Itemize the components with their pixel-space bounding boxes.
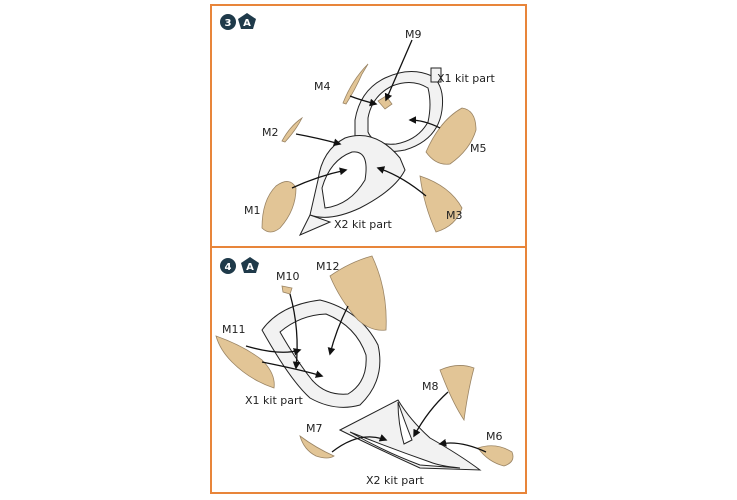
mask-m3 <box>419 175 463 233</box>
pentagon-letter: A <box>246 262 254 273</box>
label-m10: M10 <box>276 270 300 283</box>
label-x1-kit-part: X1 kit part <box>437 72 496 85</box>
pentagon-a-icon <box>238 13 256 29</box>
mask-m4 <box>342 63 369 105</box>
arrow-m3 <box>376 166 427 197</box>
pentagon-a-icon <box>241 257 259 273</box>
arrow-m11 <box>245 345 302 356</box>
label-x1-kit-part: X1 kit part <box>245 394 304 407</box>
mask-m8 <box>439 365 475 422</box>
arrow-m6 <box>438 438 487 453</box>
arrow-m7 <box>331 434 388 453</box>
x2-kit-part-step4 <box>338 399 482 471</box>
mask-m6 <box>477 445 514 467</box>
label-m9: M9 <box>405 28 422 41</box>
arrow-m4 <box>349 95 378 107</box>
label-m5: M5 <box>470 142 487 155</box>
arrow-m12 <box>327 305 349 356</box>
mask-m1 <box>261 181 297 233</box>
pentagon-letter: A <box>243 18 251 29</box>
label-m4: M4 <box>314 80 331 93</box>
label-m3: M3 <box>446 209 463 222</box>
mask-m11 <box>215 335 275 389</box>
x1-kit-part-step4 <box>261 299 381 408</box>
label-m11: M11 <box>222 323 246 336</box>
label-m1: M1 <box>244 204 261 217</box>
label-m2: M2 <box>262 126 279 139</box>
x2-kit-part-step3 <box>298 135 406 237</box>
mask-m12 <box>329 255 387 331</box>
arrow-m1 <box>291 167 348 189</box>
step-number: 3 <box>225 18 232 29</box>
step-number-circle <box>220 258 236 274</box>
arrow-m5 <box>408 116 441 129</box>
step-number: 4 <box>225 262 232 273</box>
step-number-circle <box>220 14 236 30</box>
label-m6: M6 <box>486 430 503 443</box>
arrow-m8 <box>413 391 449 438</box>
label-x2-kit-part: X2 kit part <box>334 218 393 231</box>
antenna-base <box>430 67 442 83</box>
x1-kit-part-step3 <box>354 67 443 153</box>
label-x2-kit-part: X2 kit part <box>366 474 425 487</box>
label-m7: M7 <box>306 422 323 435</box>
arrow-m11b <box>261 361 324 378</box>
arrow-m10 <box>289 293 301 370</box>
label-m8: M8 <box>422 380 439 393</box>
mask-m9 <box>377 95 393 110</box>
step-4-badge: 4 A <box>220 257 259 274</box>
arrow-m9 <box>384 39 413 102</box>
label-m12: M12 <box>316 260 340 273</box>
mask-m7 <box>299 434 335 459</box>
step-3-badge: 3 A <box>220 13 256 30</box>
arrow-m2 <box>295 133 342 147</box>
mask-m2 <box>281 116 304 143</box>
mask-m5 <box>425 107 477 165</box>
